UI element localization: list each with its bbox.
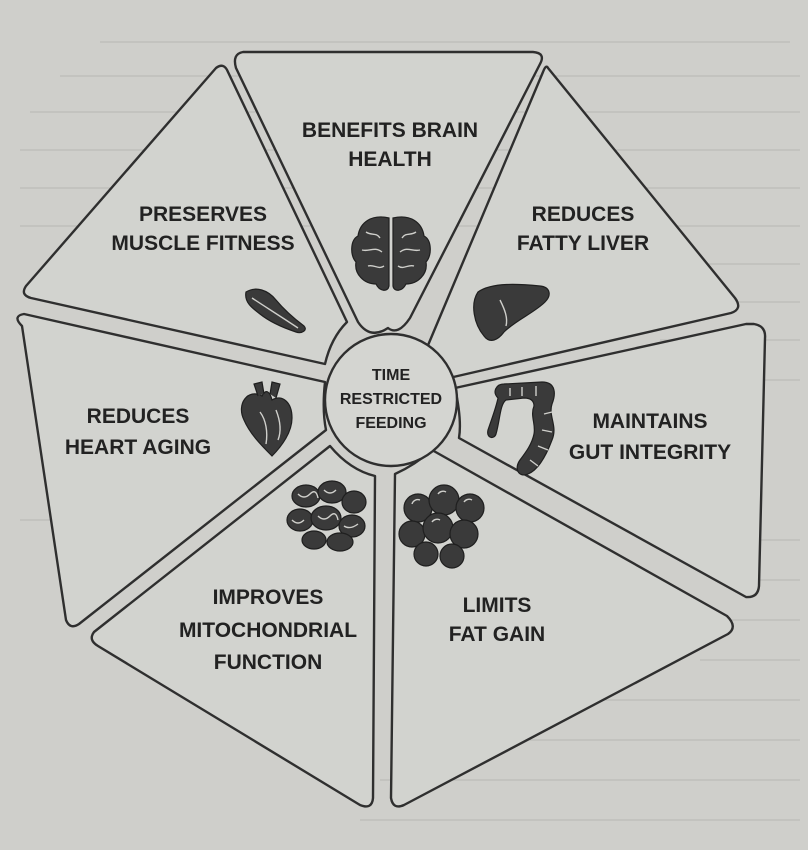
mito-label-line-2: MITOCHONDRIAL bbox=[179, 619, 357, 642]
gut-label-line-2: GUT INTEGRITY bbox=[569, 441, 731, 464]
center-hub: TIME RESTRICTED FEEDING bbox=[323, 332, 459, 468]
fat-cells-icon bbox=[398, 484, 485, 569]
segment-labels: BENEFITS BRAIN HEALTH REDUCES FATTY LIVE… bbox=[65, 119, 731, 674]
fat-label-line-2: FAT GAIN bbox=[449, 623, 545, 646]
center-line-1: TIME bbox=[372, 367, 411, 384]
segment-heart bbox=[16, 312, 328, 628]
liver-icon bbox=[473, 283, 550, 341]
center-line-3: FEEDING bbox=[355, 415, 426, 432]
brain-icon bbox=[351, 216, 431, 291]
liver-label-line-2: FATTY LIVER bbox=[517, 232, 649, 255]
heart-label-line-2: HEART AGING bbox=[65, 436, 211, 459]
muscle-icon bbox=[245, 288, 306, 334]
intestine-icon bbox=[487, 381, 555, 476]
center-line-2: RESTRICTED bbox=[340, 391, 442, 408]
brain-label-line-2: HEALTH bbox=[348, 148, 432, 171]
muscle-label-line-2: MUSCLE FITNESS bbox=[111, 232, 294, 255]
brain-label-line-1: BENEFITS BRAIN bbox=[302, 119, 478, 142]
heart-label-line-1: REDUCES bbox=[87, 405, 190, 428]
muscle-label-line-1: PRESERVES bbox=[139, 203, 267, 226]
mito-label-line-3: FUNCTION bbox=[214, 651, 323, 674]
segment-brain bbox=[233, 50, 544, 334]
mito-label-line-1: IMPROVES bbox=[213, 586, 324, 609]
gut-label-line-1: MAINTAINS bbox=[592, 410, 707, 433]
mitochondria-icon bbox=[286, 480, 367, 552]
liver-label-line-1: REDUCES bbox=[532, 203, 635, 226]
fat-label-line-1: LIMITS bbox=[463, 594, 532, 617]
segment-muscle bbox=[22, 64, 349, 366]
center-circle bbox=[323, 332, 459, 468]
heart-icon bbox=[240, 381, 293, 457]
